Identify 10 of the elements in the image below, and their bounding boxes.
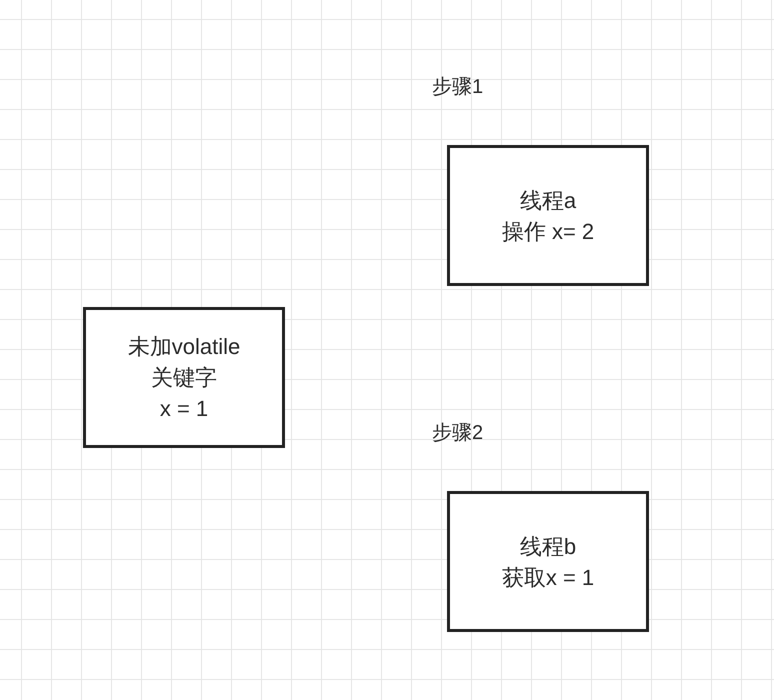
box-text: 操作 x= 2 bbox=[502, 218, 594, 246]
step-label: 步骤1 bbox=[432, 75, 484, 99]
box-title: 线程a bbox=[520, 186, 576, 214]
process-box bbox=[447, 145, 649, 286]
box-text: x = 1 bbox=[160, 395, 208, 423]
process-box bbox=[83, 307, 285, 448]
step-label: 步骤2 bbox=[432, 421, 484, 445]
process-box bbox=[447, 491, 649, 632]
box-title: 线程b bbox=[520, 532, 576, 560]
box-text: 获取x = 1 bbox=[502, 564, 594, 592]
